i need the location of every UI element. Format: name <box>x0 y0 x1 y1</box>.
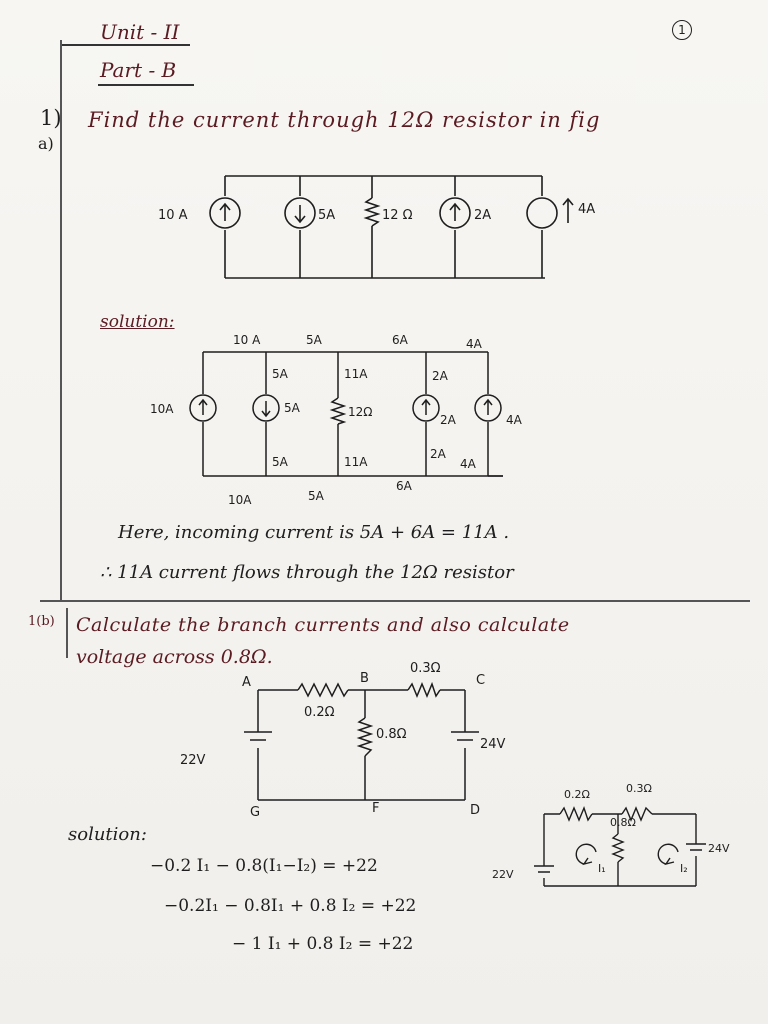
sol-top-4A: 4A <box>466 337 483 351</box>
mini-i2: I₂ <box>680 862 688 875</box>
part-underline <box>98 84 194 86</box>
sol-src-2A: 2A <box>440 413 457 427</box>
sol-low-11A: 11A <box>344 455 368 469</box>
sol-src-5A: 5A <box>284 401 301 415</box>
solution-1a-label: solution: <box>100 312 175 332</box>
fig1-resistor-label: 12 Ω <box>382 208 413 223</box>
equation-3: − 1 I₁ + 0.8 I₂ = +22 <box>232 934 414 954</box>
fig1b-node-C: C <box>476 673 485 688</box>
fig1-src4-label: 4A <box>578 202 595 217</box>
circuit-figure-1: 10 A 5A 12 Ω 2A 4A <box>158 175 595 279</box>
fig1b-node-B: B <box>360 671 369 686</box>
question-1b-text-line1: Calculate the branch currents and also c… <box>76 614 570 636</box>
part-heading: Part - B <box>100 58 177 82</box>
unit-underline <box>60 44 190 46</box>
question-1b-margin <box>66 608 68 658</box>
mini-i1: I₁ <box>598 862 606 875</box>
sol-bot-6A: 6A <box>396 479 413 493</box>
sol-low-2A: 2A <box>430 447 447 461</box>
sol-low-5A: 5A <box>272 455 289 469</box>
equation-1: −0.2 I₁ − 0.8(I₁−I₂) = +22 <box>150 856 378 876</box>
question-1a-sub: a) <box>38 134 54 153</box>
sol-bot-10A: 10A <box>228 493 252 507</box>
mini-r2: 0.3Ω <box>626 782 652 795</box>
fig1b-node-A: A <box>242 675 251 690</box>
sol-src-4A: 4A <box>506 413 523 427</box>
sol-bot-5A: 5A <box>308 489 325 503</box>
question-1-number: 1) <box>40 106 62 130</box>
sol-res-12: 12Ω <box>348 405 372 419</box>
circuit-solution-figure: 10 A 5A 6A 4A 5A 11A 2A 10A 5A 12Ω 2A 4A… <box>150 333 523 507</box>
fig1b-v2: 24V <box>480 737 506 752</box>
circuit-figure-1b: A B C 0.2Ω 0.3Ω 0.8Ω 24V 22V G F D <box>180 661 506 820</box>
page-number: 1 <box>678 23 686 37</box>
sol-low-4A: 4A <box>460 457 477 471</box>
equation-2: −0.2I₁ − 0.8I₁ + 0.8 I₂ = +22 <box>164 896 417 916</box>
sol-top-6A: 6A <box>392 333 409 347</box>
fig1b-v1: 22V <box>180 753 206 768</box>
mini-v2: 24V <box>708 842 730 855</box>
margin-tick <box>60 40 62 600</box>
fig1-src3-label: 2A <box>474 208 491 223</box>
sol-top-5A: 5A <box>306 333 323 347</box>
question-1b-text-line2: voltage across 0.8Ω. <box>76 646 273 668</box>
fig1b-node-D: D <box>470 803 480 818</box>
question-1b-number: 1(b) <box>28 614 55 629</box>
fig1b-r3: 0.8Ω <box>376 727 407 742</box>
section-divider <box>40 600 750 602</box>
sol-branch-2A: 2A <box>432 369 449 383</box>
fig1b-node-G: G <box>250 805 260 820</box>
solution-1b-label: solution: <box>68 824 147 845</box>
fig1b-node-F: F <box>372 801 379 816</box>
sol-top-10A: 10 A <box>233 333 261 347</box>
mini-v1: 22V <box>492 868 514 881</box>
solution-1a-line2: ∴ 11A current flows through the 12Ω resi… <box>100 562 514 583</box>
question-1a-text: Find the current through 12Ω resistor in… <box>88 108 601 132</box>
mini-r1: 0.2Ω <box>564 788 590 801</box>
unit-heading: Unit - II <box>100 20 180 44</box>
mini-r3: 0.8Ω <box>610 816 636 829</box>
fig1-src1-label: 10 A <box>158 208 188 223</box>
fig1b-r1: 0.2Ω <box>304 705 335 720</box>
fig1b-r2: 0.3Ω <box>410 661 441 676</box>
page-number-badge: 1 <box>672 20 692 40</box>
sol-left-src: 10A <box>150 402 174 416</box>
fig1-src2-label: 5A <box>318 208 335 223</box>
sol-branch-5A: 5A <box>272 367 289 381</box>
sol-branch-11A: 11A <box>344 367 368 381</box>
solution-1a-line1: Here, incoming current is 5A + 6A = 11A … <box>118 522 510 543</box>
mini-mesh-circuit: 0.2Ω 0.3Ω 0.8Ω 22V 24V I₁ I₂ <box>492 782 730 887</box>
